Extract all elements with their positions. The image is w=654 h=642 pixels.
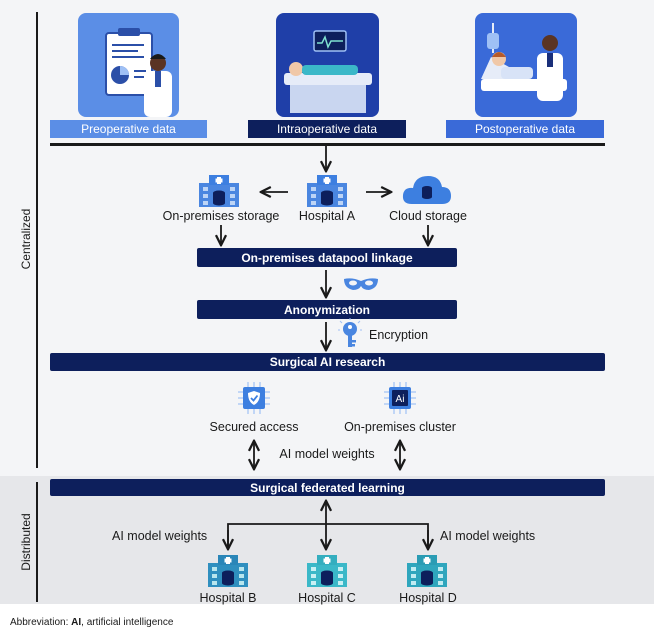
preoperative-illustration — [78, 13, 179, 117]
footnote-definition: , artificial intelligence — [81, 617, 174, 628]
footnote-prefix: Abbreviation: — [10, 617, 72, 628]
hospital-a-label: Hospital A — [298, 209, 356, 223]
federated-branch-line — [227, 523, 429, 548]
preoperative-data-label: Preoperative data — [50, 120, 207, 138]
federated-learning-bar: Surgical federated learning — [50, 479, 605, 496]
ai-model-weights-right-label: AI model weights — [440, 529, 536, 543]
distributed-bracket — [36, 482, 38, 602]
hospital-d-label: Hospital D — [399, 591, 457, 605]
cloud-storage-label: Cloud storage — [389, 209, 467, 223]
on-premises-cluster-label: On-premises cluster — [344, 420, 456, 434]
on-premises-storage-label: On-premises storage — [162, 209, 280, 223]
datapool-linkage-bar: On-premises datapool linkage — [197, 248, 457, 267]
key-icon — [338, 318, 362, 347]
intraoperative-data-label: Intraoperative data — [248, 120, 406, 138]
hospital-b-label: Hospital B — [199, 591, 257, 605]
centralized-bracket — [36, 12, 38, 468]
hospital-a-icon — [307, 175, 347, 207]
data-collector-line — [50, 143, 605, 146]
hospital-c-icon — [307, 555, 347, 587]
ai-chip-text: Ai — [396, 394, 405, 405]
mask-icon — [344, 278, 378, 290]
hospital-b-icon — [208, 555, 248, 587]
postoperative-data-label: Postoperative data — [446, 120, 604, 138]
intraoperative-illustration — [276, 13, 379, 117]
surgical-ai-research-bar: Surgical AI research — [50, 353, 605, 371]
ai-model-weights-left-label: AI model weights — [112, 529, 208, 543]
hospital-d-icon — [407, 555, 447, 587]
abbreviation-footnote: Abbreviation: AI, artificial intelligenc… — [10, 617, 173, 628]
secured-access-label: Secured access — [209, 420, 299, 434]
postoperative-illustration — [475, 13, 577, 117]
on-premises-storage-icon — [199, 175, 239, 207]
cloud-storage-icon — [402, 176, 451, 204]
hospital-c-label: Hospital C — [298, 591, 356, 605]
ai-model-weights-center-label: AI model weights — [279, 447, 375, 461]
secured-access-icon — [238, 382, 270, 414]
ai-chip-icon: Ai — [384, 382, 416, 414]
footnote-term: AI — [71, 617, 82, 628]
anonymization-bar: Anonymization — [197, 300, 457, 319]
encryption-label: Encryption — [369, 328, 429, 342]
